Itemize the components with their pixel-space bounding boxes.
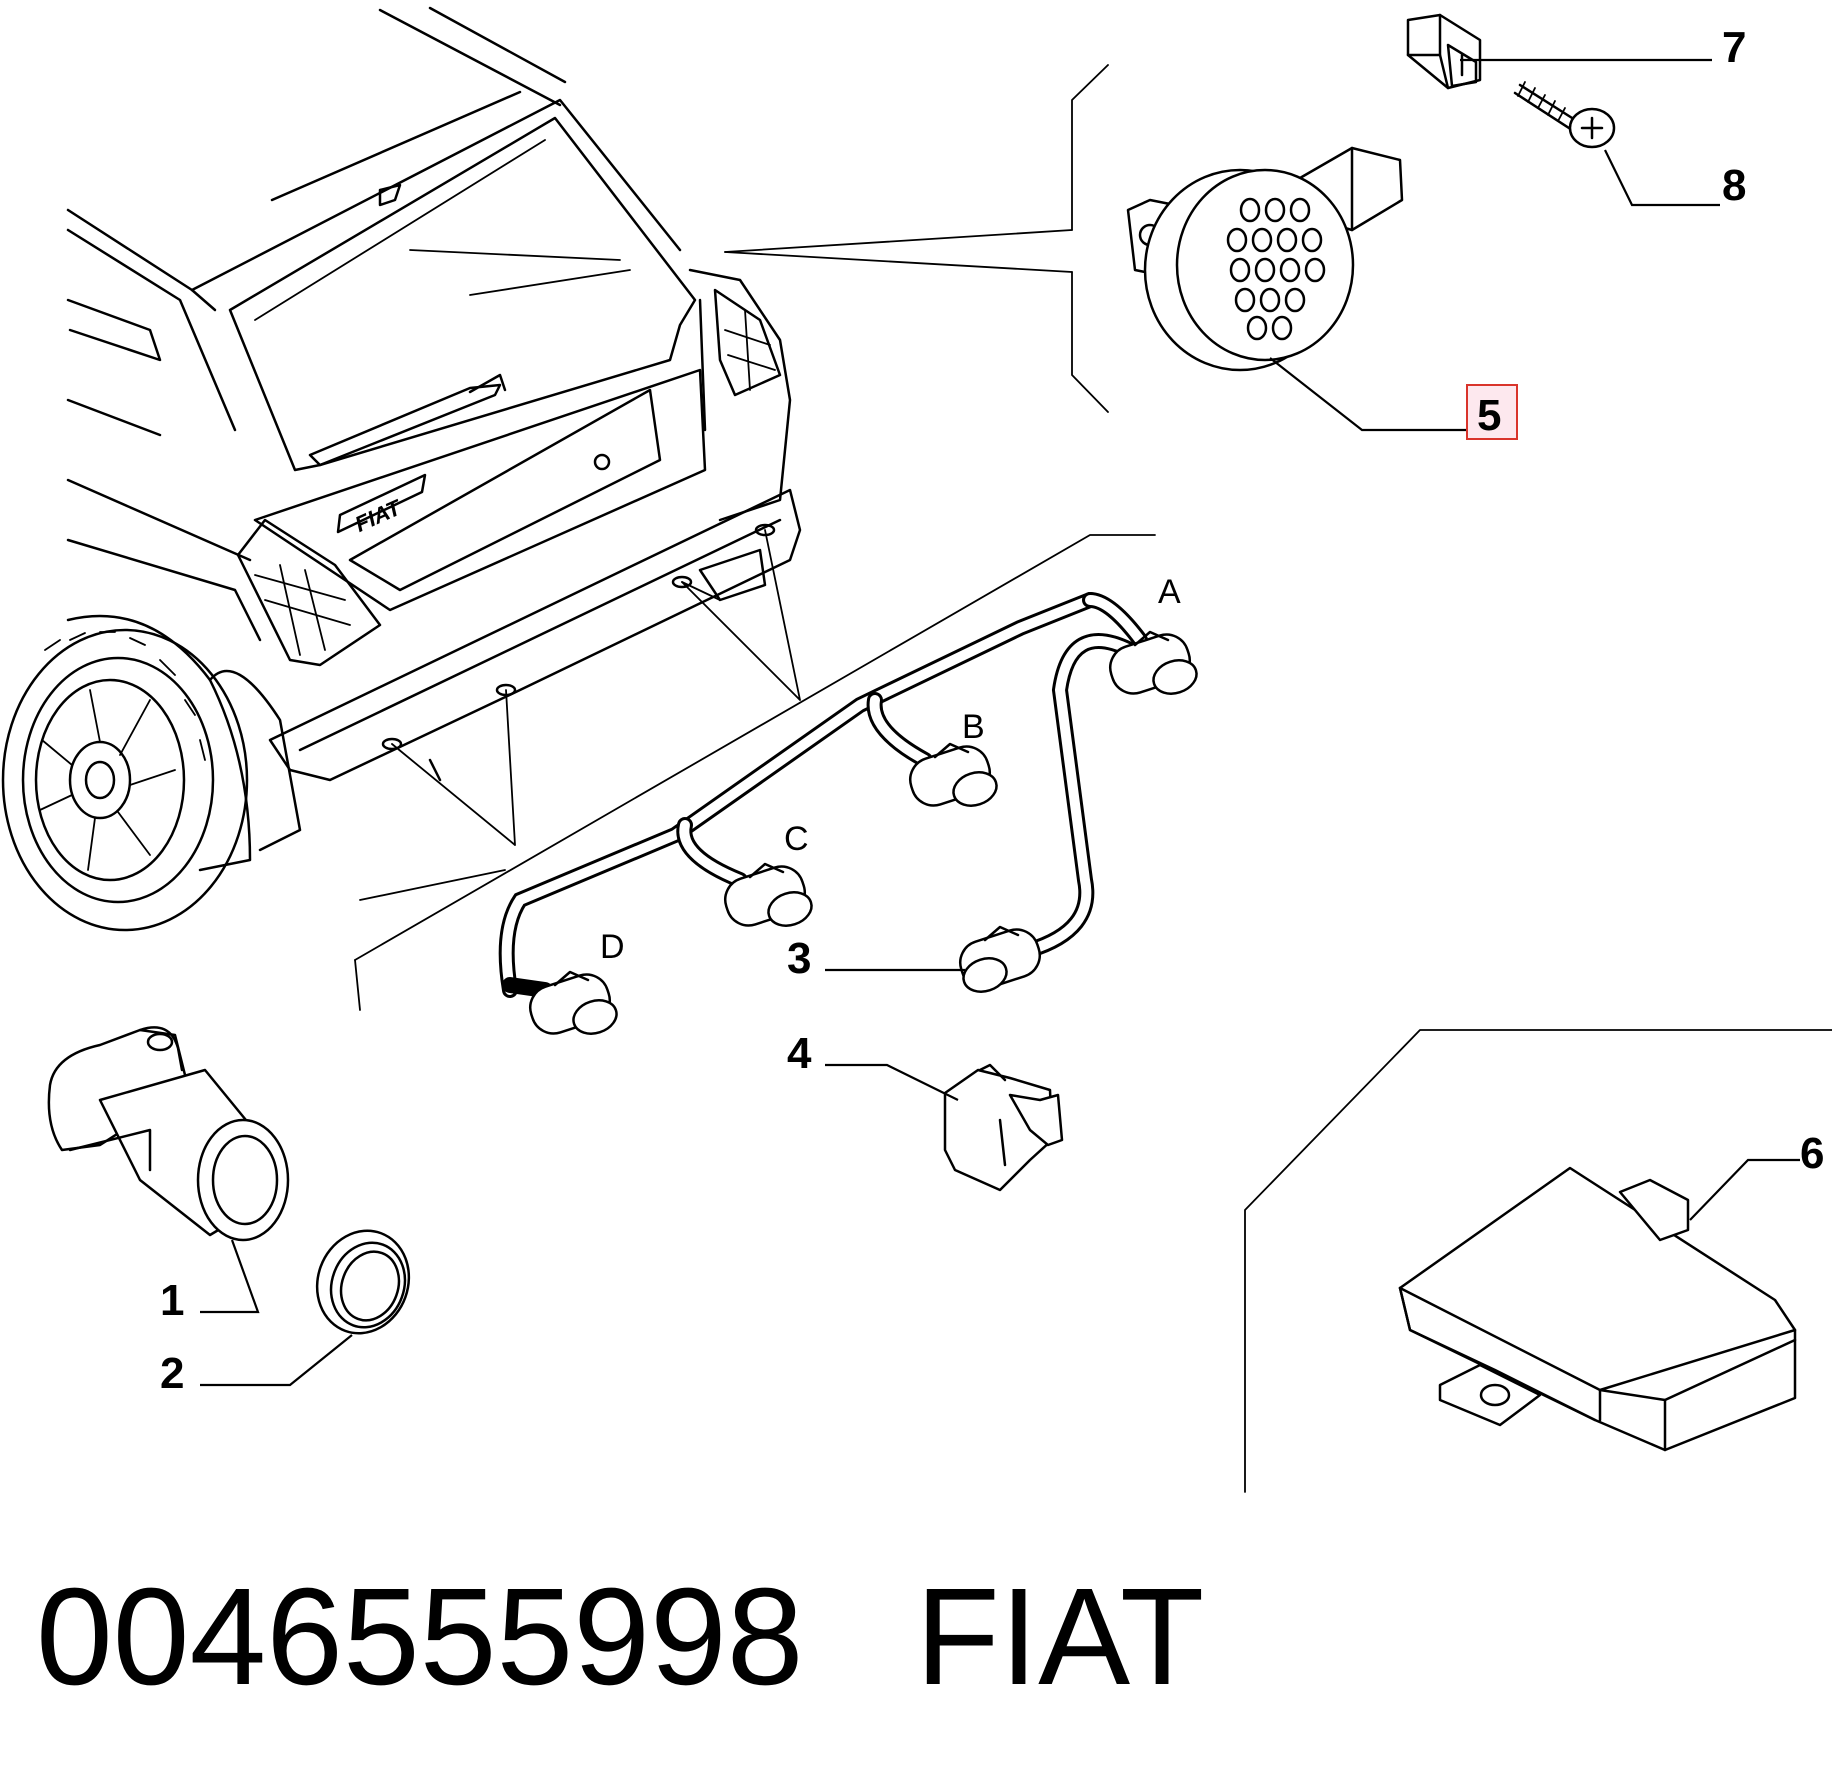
callout-label-1[interactable]: 1 xyxy=(160,1276,184,1325)
callout-5-highlight xyxy=(1466,384,1518,440)
connector-b[interactable] xyxy=(905,741,1001,811)
control-unit-part[interactable] xyxy=(1398,1166,1797,1452)
buzzer-part[interactable] xyxy=(1126,146,1404,372)
detail-leader-lines xyxy=(724,64,1109,413)
buzzer-grille xyxy=(1226,197,1326,341)
connector-d[interactable] xyxy=(525,969,621,1039)
wheel-icon xyxy=(1,628,249,932)
parking-sensor-part[interactable] xyxy=(47,1026,290,1242)
clip-part[interactable] xyxy=(1406,13,1482,90)
callout-label-2[interactable]: 2 xyxy=(160,1349,184,1398)
callout-line-5 xyxy=(1269,357,1470,432)
connector-letter-a: A xyxy=(1158,573,1181,611)
callout-label-3[interactable]: 3 xyxy=(787,934,811,983)
callout-line-4 xyxy=(825,1063,959,1101)
wiring-harness-part[interactable] xyxy=(498,592,1201,1039)
connector-c[interactable] xyxy=(720,861,816,931)
callout-label-4[interactable]: 4 xyxy=(787,1029,812,1078)
callout-line-1 xyxy=(200,1239,260,1314)
callout-line-6 xyxy=(1689,1158,1800,1221)
emblem-text: FIAT xyxy=(351,494,406,537)
callout-label-7[interactable]: 7 xyxy=(1722,23,1746,72)
connector-letter-c: C xyxy=(784,820,809,858)
part-number: 0046555998 xyxy=(36,1560,804,1714)
callout-line-8 xyxy=(1604,149,1720,207)
callout-label-8[interactable]: 8 xyxy=(1722,161,1746,210)
callout-label-6[interactable]: 6 xyxy=(1800,1129,1824,1178)
control-unit-detail xyxy=(1244,1029,1832,1493)
callout-label-5[interactable]: 5 xyxy=(1477,391,1501,440)
screw-part[interactable] xyxy=(1513,81,1616,149)
callout-line-2 xyxy=(200,1334,353,1387)
sensor-ring-part[interactable] xyxy=(303,1218,423,1347)
connector-letter-b: B xyxy=(962,708,985,746)
harness-clip-part[interactable] xyxy=(943,1063,1064,1192)
connector-letter-d: D xyxy=(600,928,625,966)
connector-a[interactable] xyxy=(1105,629,1201,699)
car-rear-illustration: FIAT xyxy=(1,6,1156,1011)
brand-name: FIAT xyxy=(915,1560,1205,1714)
connector-e[interactable] xyxy=(955,924,1046,997)
